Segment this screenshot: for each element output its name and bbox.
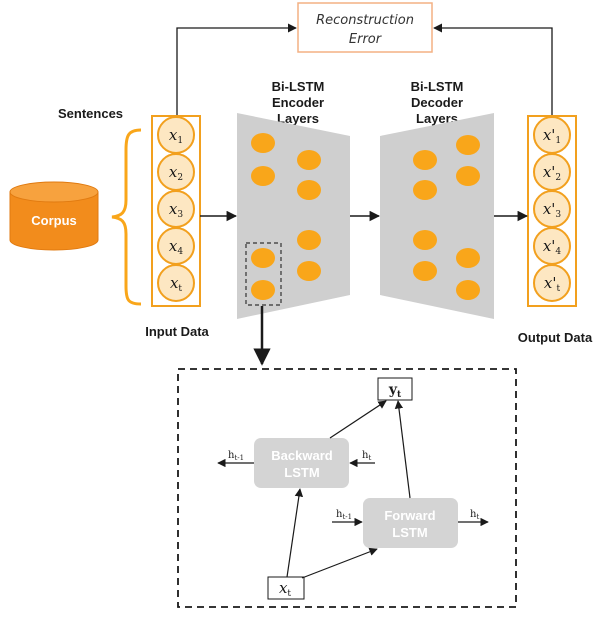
reconstruction-error-line1: Reconstruction — [316, 13, 414, 28]
decoder-label-line1: Bi-LSTM — [411, 79, 464, 94]
selected-unit-highlight — [245, 242, 282, 306]
encoder-node — [251, 166, 275, 186]
forward-lstm-box — [363, 498, 458, 548]
decoder-node — [456, 248, 480, 268]
yt-box — [377, 377, 413, 401]
h-t-label-backward: ht — [362, 450, 371, 462]
decoder-nodes — [413, 135, 480, 300]
h-prev-label-backward: ht-1 — [228, 450, 244, 462]
output-data-label: Output Data — [518, 330, 593, 345]
xt-label: xt — [279, 579, 291, 599]
decoder-node — [456, 135, 480, 155]
output-cell-label: x't — [544, 274, 561, 294]
input-cell — [157, 264, 195, 302]
output-cell-label: x'1 — [543, 126, 561, 146]
encoder-label-line1: Bi-LSTM — [272, 79, 325, 94]
reconstruction-error-line2: Error — [349, 32, 383, 47]
sentences-label: Sentences — [58, 106, 123, 121]
arrow-forward-to-yt — [394, 400, 411, 499]
output-cell-label: x'4 — [543, 237, 562, 257]
input-cell-label: xt — [170, 274, 182, 294]
output-cell-label: x'3 — [543, 200, 562, 220]
corpus-label: Corpus — [31, 213, 77, 228]
xt-box — [267, 576, 305, 600]
h-t-label-forward: ht — [470, 509, 479, 521]
encoder-nodes — [251, 133, 321, 300]
input-cell-label: x1 — [169, 126, 183, 146]
output-cell-label: x'2 — [543, 163, 561, 183]
lstm-detail-box — [177, 368, 517, 608]
error-line-input — [176, 23, 297, 116]
input-cell-label: x3 — [169, 200, 183, 220]
encoder-node — [251, 248, 275, 268]
h-prev-label-forward: ht-1 — [336, 509, 352, 521]
reconstruction-error-box: Reconstruction Error — [297, 2, 433, 53]
backward-lstm-line1: Backward — [271, 448, 332, 463]
arrow-xt-to-backward — [286, 488, 304, 578]
backward-lstm-box — [254, 438, 349, 488]
encoder-node — [297, 261, 321, 281]
decoder-node — [413, 261, 437, 281]
encoder-node — [297, 180, 321, 200]
decoder-node — [456, 280, 480, 300]
encoder-node — [297, 230, 321, 250]
forward-lstm-line1: Forward — [384, 508, 435, 523]
error-line-output — [433, 23, 553, 116]
input-data-label: Input Data — [145, 324, 209, 339]
encoder-label-line2: Encoder — [272, 95, 324, 110]
encoder-label-line3: Layers — [277, 111, 319, 126]
arrow-xt-to-forward — [301, 547, 378, 579]
decoder-label-line3: Layers — [416, 111, 458, 126]
input-cell-label: x2 — [169, 163, 183, 183]
encoder-node — [251, 280, 275, 300]
backward-lstm-line2: LSTM — [284, 465, 319, 480]
corpus-cylinder: Corpus — [9, 181, 99, 251]
decoder-node — [413, 230, 437, 250]
arrow-backward-to-yt — [329, 400, 387, 439]
output-cell — [533, 264, 571, 302]
decoder-node — [413, 150, 437, 170]
encoder-node — [251, 133, 275, 153]
yt-label: yt — [388, 382, 402, 400]
decoder-label-line2: Decoder — [411, 95, 463, 110]
input-cell-label: x4 — [169, 237, 183, 257]
encoder-node — [297, 150, 321, 170]
sentences-bracket — [111, 128, 142, 306]
forward-lstm-line2: LSTM — [392, 525, 427, 540]
decoder-node — [413, 180, 437, 200]
decoder-node — [456, 166, 480, 186]
